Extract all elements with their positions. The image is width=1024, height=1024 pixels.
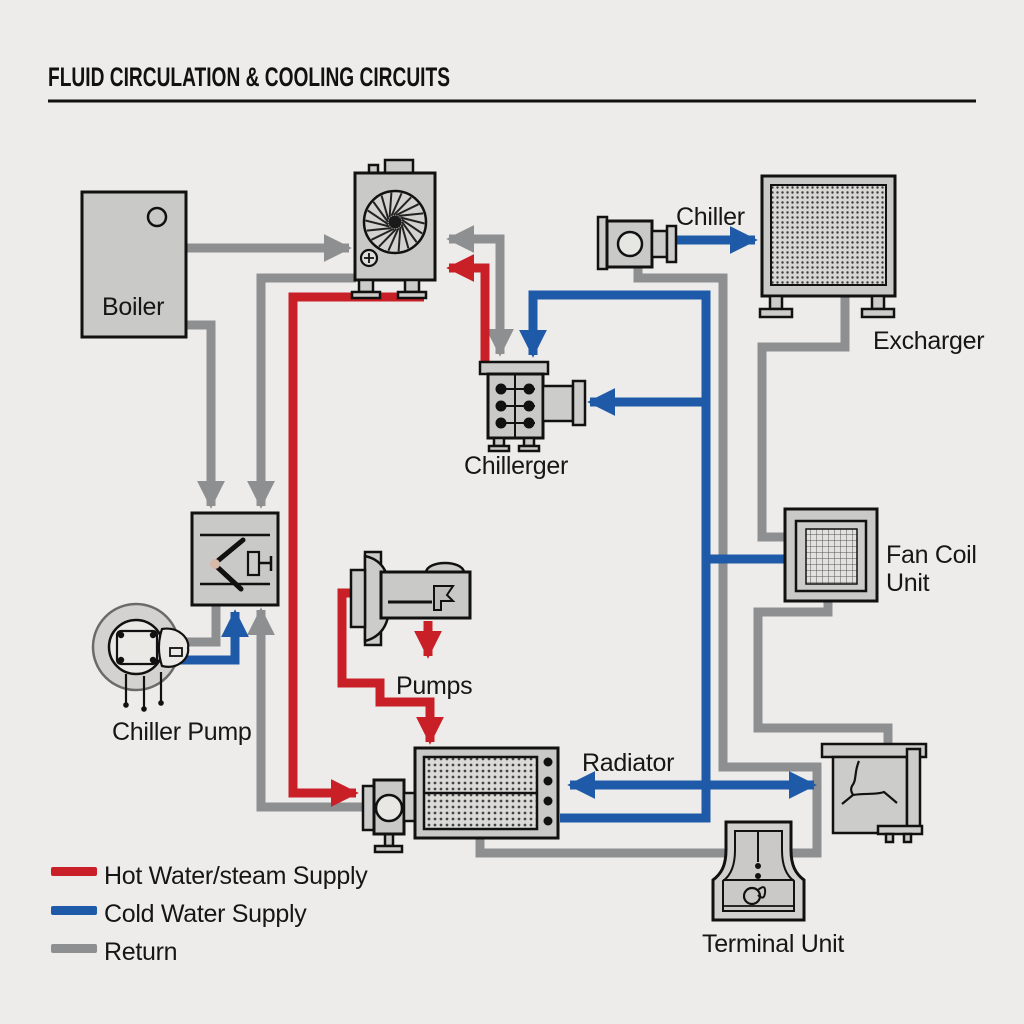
chillerger: Chillerger: [464, 360, 587, 480]
exchanger-mesh: [770, 184, 887, 286]
boiler: Boiler: [80, 190, 188, 339]
fan-unit-foot: [350, 290, 382, 300]
legend-swatch-return: [51, 944, 97, 953]
pipe-fan-unit-chillerger-elbow: [446, 225, 514, 357]
terminal-unit-inner: [722, 830, 795, 912]
pipe-exchanger-to-fan-coil: [757, 294, 850, 542]
pumps-label: Pumps: [396, 672, 472, 700]
valve-actuator-stem: [259, 556, 273, 571]
chiller-pump-label: Chiller Pump: [112, 718, 252, 746]
fan-coil-grille: [805, 528, 858, 585]
fan-blades: [365, 192, 425, 252]
legend: Hot Water/steam Supply Cold Water Supply…: [51, 862, 369, 966]
return-pipes: [181, 225, 893, 858]
chiller-pump-bolts: [117, 631, 157, 664]
exchanger-label: Excharger: [873, 327, 984, 355]
pump-body: [379, 570, 472, 620]
terminal-unit-label: Terminal Unit: [702, 930, 844, 958]
valve-box: [190, 511, 280, 607]
chillerger-bolts: [495, 383, 535, 429]
pipe-fan-unit-to-valve: [247, 273, 356, 509]
chillerger-nozzle-flange: [571, 379, 587, 427]
legend-swatch-hot: [51, 867, 97, 876]
fan-unit-dial-cross: [364, 253, 374, 263]
boiler-body: [80, 190, 188, 339]
fan-hub-icon: [388, 215, 402, 229]
pipe-boiler-to-valve: [186, 320, 225, 509]
legend-swatch-cold: [51, 906, 97, 915]
wall-panel-side-bar: [905, 747, 922, 831]
cold-supply-pipes: [179, 226, 817, 823]
wall-panel-body: [831, 755, 909, 835]
hot-supply-pipes: [288, 254, 490, 807]
diverter-valve: [190, 511, 280, 607]
terminal-unit-dot: [755, 863, 761, 869]
radiator-pump-leg: [383, 832, 395, 848]
fan-unit-foot: [396, 290, 428, 300]
pump-flag-icon: [433, 585, 456, 611]
chiller-port-icon: [616, 230, 644, 258]
chillerger-cap: [478, 360, 550, 376]
page-title: FLUID CIRCULATION & COOLING CIRCUITS: [48, 62, 450, 92]
fan-unit-leg: [403, 278, 421, 294]
chiller-pump-leg-tips: [123, 700, 164, 712]
chiller-nozzle: [650, 229, 669, 259]
pipe-pump-to-radiator-hot: [337, 588, 444, 745]
fan-coil-label-line1: Fan Coil: [886, 541, 977, 569]
chillerger-nozzle: [541, 384, 575, 423]
pipe-fan-coil-to-wall-unit: [753, 599, 893, 747]
wall-panel-crack-icon: [841, 760, 898, 805]
exchanger-foot: [758, 307, 794, 319]
terminal-unit: Terminal Unit: [702, 820, 845, 958]
chillerger-label: Chillerger: [464, 452, 568, 480]
pump-flange: [349, 568, 367, 629]
fan-coil-label-line2: Unit: [886, 569, 930, 597]
chiller-pump: Chiller Pump: [91, 602, 252, 746]
radiator-pump-flange: [361, 784, 376, 832]
chiller-nozzle-flange: [665, 224, 678, 264]
exchanger-foot: [860, 307, 896, 319]
legend-label-return: Return: [104, 938, 177, 966]
wall-panel-foot: [902, 832, 913, 844]
pipe-chiller-return-loop: [475, 260, 822, 858]
radiator-label: Radiator: [582, 749, 674, 777]
pumps: Pumps: [349, 550, 473, 700]
chiller-label: Chiller: [676, 203, 745, 231]
legend-label-cold: Cold Water Supply: [104, 900, 307, 928]
valve-actuator-icon: [246, 550, 261, 577]
terminal-unit-dot: [755, 873, 761, 879]
fan-unit: [350, 158, 437, 300]
wall-terminal-panel: [820, 742, 928, 844]
chiller-pump-impeller-icon: [115, 629, 159, 666]
chiller-pump-legs: [124, 672, 163, 707]
chiller-pump-top: Chiller: [596, 203, 745, 271]
fan-unit-leg: [357, 278, 375, 294]
legend-label-hot: Hot Water/steam Supply: [104, 862, 368, 890]
exchanger: Excharger: [758, 174, 985, 355]
pipe-chillerger-to-fan-unit-hot: [446, 254, 490, 363]
pipe-cold-main: [519, 290, 711, 823]
exchanger-leg: [768, 294, 784, 311]
chiller-pump-port: [169, 647, 183, 657]
chillerger-foot: [517, 444, 541, 453]
terminal-unit-scroll-tail: [757, 886, 767, 899]
radiator-ports: [543, 757, 553, 826]
chillerger-foot: [487, 444, 511, 453]
radiator: Radiator: [361, 746, 674, 854]
exchanger-leg: [870, 294, 886, 311]
pipe-hot-main-left: [288, 292, 424, 807]
wall-panel-foot: [884, 832, 895, 844]
radiator-pump-foot: [373, 844, 404, 854]
pipe-chiller-pump-to-valve-cold: [179, 609, 249, 665]
valve-pivot: [210, 559, 220, 569]
pipe-radiator-pump-to-valve: [247, 607, 367, 812]
radiator-pump-port-icon: [374, 793, 404, 823]
boiler-label: Boiler: [102, 293, 164, 321]
boiler-gauge-icon: [146, 206, 168, 228]
fan-coil-unit: Fan Coil Unit: [783, 507, 977, 603]
wall-panel-base: [876, 824, 924, 836]
pipe-valve-to-chiller-pump: [181, 605, 221, 647]
